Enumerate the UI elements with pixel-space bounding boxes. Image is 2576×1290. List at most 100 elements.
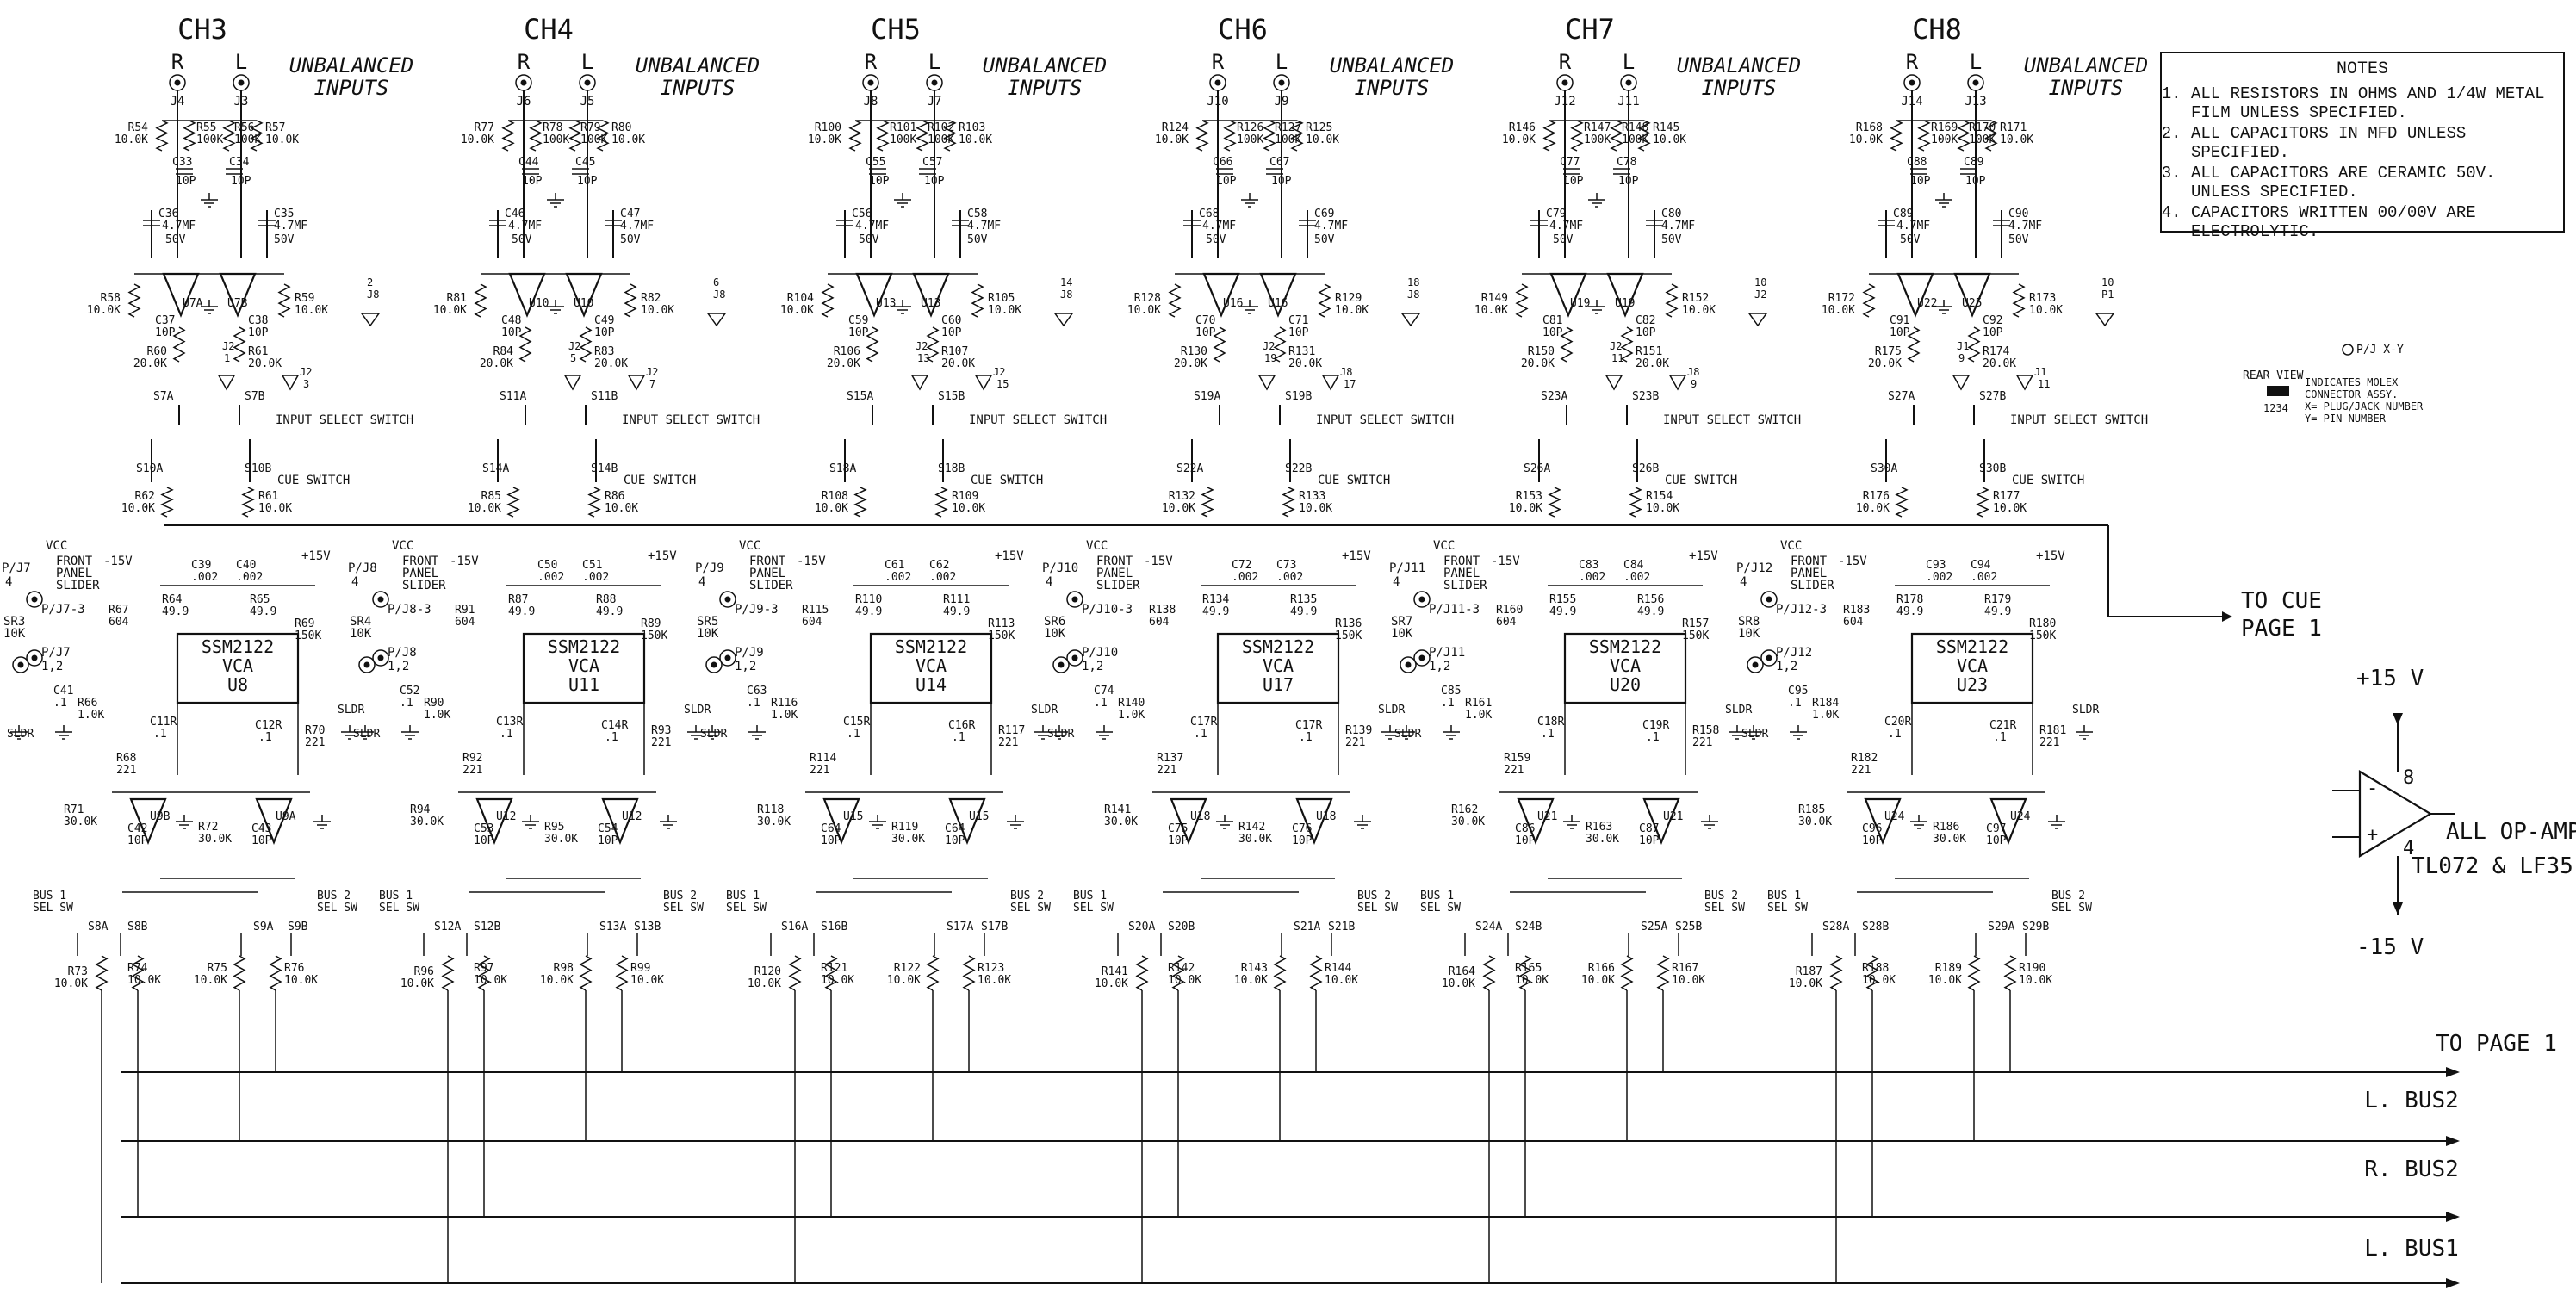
resistor-ref: R141 (1104, 803, 1131, 816)
resistor-symbol (1829, 955, 1843, 991)
connector-pin-icon (2095, 313, 2115, 327)
switch-ref: S10B (245, 462, 271, 475)
resistor-value: 49.9 (250, 605, 276, 618)
opamp-ref: U15 (969, 810, 989, 823)
capacitor-ref: C46 (505, 208, 525, 220)
resistor-value: 10.0K (1856, 502, 1890, 515)
opamp-triangle (162, 272, 200, 318)
resistor-ref: R140 (1118, 697, 1145, 710)
plus15-label: +15V (2036, 549, 2065, 563)
resistor-symbol (2003, 955, 2017, 991)
capacitor-value: 10P (1271, 175, 1292, 188)
capacitor-value: .1 (1194, 728, 1207, 741)
input-select-label: INPUT SELECT SWITCH (2010, 413, 2148, 427)
slider-label: SLDR (7, 728, 34, 741)
right-side-annotations: TO CUE PAGE 1 +15 V - + 8 4 -15 V ALL OP… (2108, 588, 2576, 1057)
resistor-value: 10.0K (433, 304, 467, 317)
molex-ref: P/J8-3 (388, 603, 431, 617)
capacitor-ref: C84 (1623, 559, 1644, 572)
slider-label: SLDR (338, 704, 364, 716)
capacitor-value: .1 (1299, 731, 1313, 744)
vca-chip-name: SSM2122 (1936, 636, 2008, 657)
capacitor-ref: C37 (155, 314, 175, 327)
resistor-value: 150K (641, 629, 667, 642)
bus2-selsw-label: SEL SW (1010, 902, 1051, 915)
connector-pin-icon (1400, 313, 1421, 327)
resistor-value: 49.9 (1896, 605, 1923, 618)
bus1-label: BUS 1 (33, 890, 66, 902)
connector-pin: 10 (2101, 276, 2114, 288)
connector-pin-icon (974, 375, 993, 391)
resistor-ref: R64 (162, 593, 183, 606)
capacitor-ref: C57 (922, 156, 942, 169)
molex-ref: P/J10-3 (1082, 603, 1133, 617)
resistor-value: 221 (1345, 736, 1365, 749)
resistor-value: 10.0K (780, 304, 814, 317)
resistor-ref: R61 (258, 490, 278, 503)
legend-rear-view: REAR VIEW (2243, 369, 2304, 382)
resistor-symbol (1967, 326, 1981, 363)
resistor-value: 10.0K (1515, 974, 1549, 987)
capacitor-ref: C94 (1971, 559, 1991, 572)
capacitor-value: 10P (1288, 326, 1309, 339)
resistor-value: 20.0K (1636, 357, 1669, 370)
left-input-label: L (1970, 50, 1982, 74)
connector-pin: 13 (917, 352, 929, 364)
bus-label: L. BUS1 (2364, 1236, 2459, 1262)
resistor-ref: R184 (1812, 697, 1839, 710)
resistor-value: 49.9 (1290, 605, 1317, 618)
connector-ref: J2 (916, 340, 928, 352)
vca-chip-type: VCA (1263, 655, 1294, 676)
resistor-ref: R188 (1862, 962, 1889, 975)
capacitor-ref: C20R (1884, 716, 1911, 729)
capacitor-value: .002 (1623, 571, 1650, 584)
input-select-label: INPUT SELECT SWITCH (969, 413, 1107, 427)
resistor-value: 10.0K (959, 133, 992, 146)
capacitor-ref: C53 (474, 822, 493, 835)
capacitor-value: 10P (1983, 326, 2003, 339)
connector-pin: 1 (224, 352, 230, 364)
capacitor-ref: C47 (620, 208, 640, 220)
legend-line1: INDICATES MOLEX (2305, 376, 2399, 388)
capacitor-value: 10P (474, 834, 494, 847)
capacitor-value: 4.7MF (1549, 220, 1583, 233)
resistor-symbol (1620, 326, 1634, 363)
cue-switch-label: CUE SWITCH (971, 474, 1043, 487)
switch-ref: S15B (938, 390, 965, 403)
capacitor-value: 10P (1542, 326, 1563, 339)
resistor-symbol (1168, 283, 1182, 318)
right-input-label: R (1212, 50, 1225, 74)
resistor-value: 30.0K (544, 833, 578, 846)
opamp-triangle (822, 797, 860, 845)
connector-ref: J8 (367, 288, 379, 301)
resistor-ref: R178 (1896, 593, 1923, 606)
resistor-symbol (277, 283, 291, 318)
opamp-pin4-label: 4 (2403, 838, 2414, 859)
resistor-ref: R176 (1863, 490, 1890, 503)
resistor-ref: R165 (1515, 962, 1542, 975)
resistor-symbol (233, 955, 246, 991)
resistor-value: 604 (1496, 616, 1517, 629)
slider-value: 10K (3, 627, 26, 641)
capacitor-value: 10P (1636, 326, 1656, 339)
front-panel-label: SLIDER (1791, 579, 1834, 592)
switch-ref: S21B (1328, 921, 1355, 933)
resistor-ref: R124 (1162, 121, 1189, 134)
resistor-symbol (788, 955, 802, 991)
resistor-ref: R82 (641, 292, 661, 305)
resistor-value: 100K (543, 133, 569, 146)
connector-pin-icon (1605, 375, 1623, 391)
capacitor-ref: C55 (866, 156, 885, 169)
resistor-value: 30.0K (1798, 816, 1832, 828)
vca-chip-name: SSM2122 (1589, 636, 1661, 657)
opamp-triangle (129, 797, 167, 845)
switch-ref: S25B (1675, 921, 1702, 933)
resistor-ref: R163 (1586, 821, 1612, 834)
molex-pin: 4 (1046, 575, 1052, 589)
vcc-label: VCC (392, 539, 413, 553)
connector-pin-icon (1668, 375, 1687, 391)
resistor-ref: R150 (1528, 345, 1555, 358)
